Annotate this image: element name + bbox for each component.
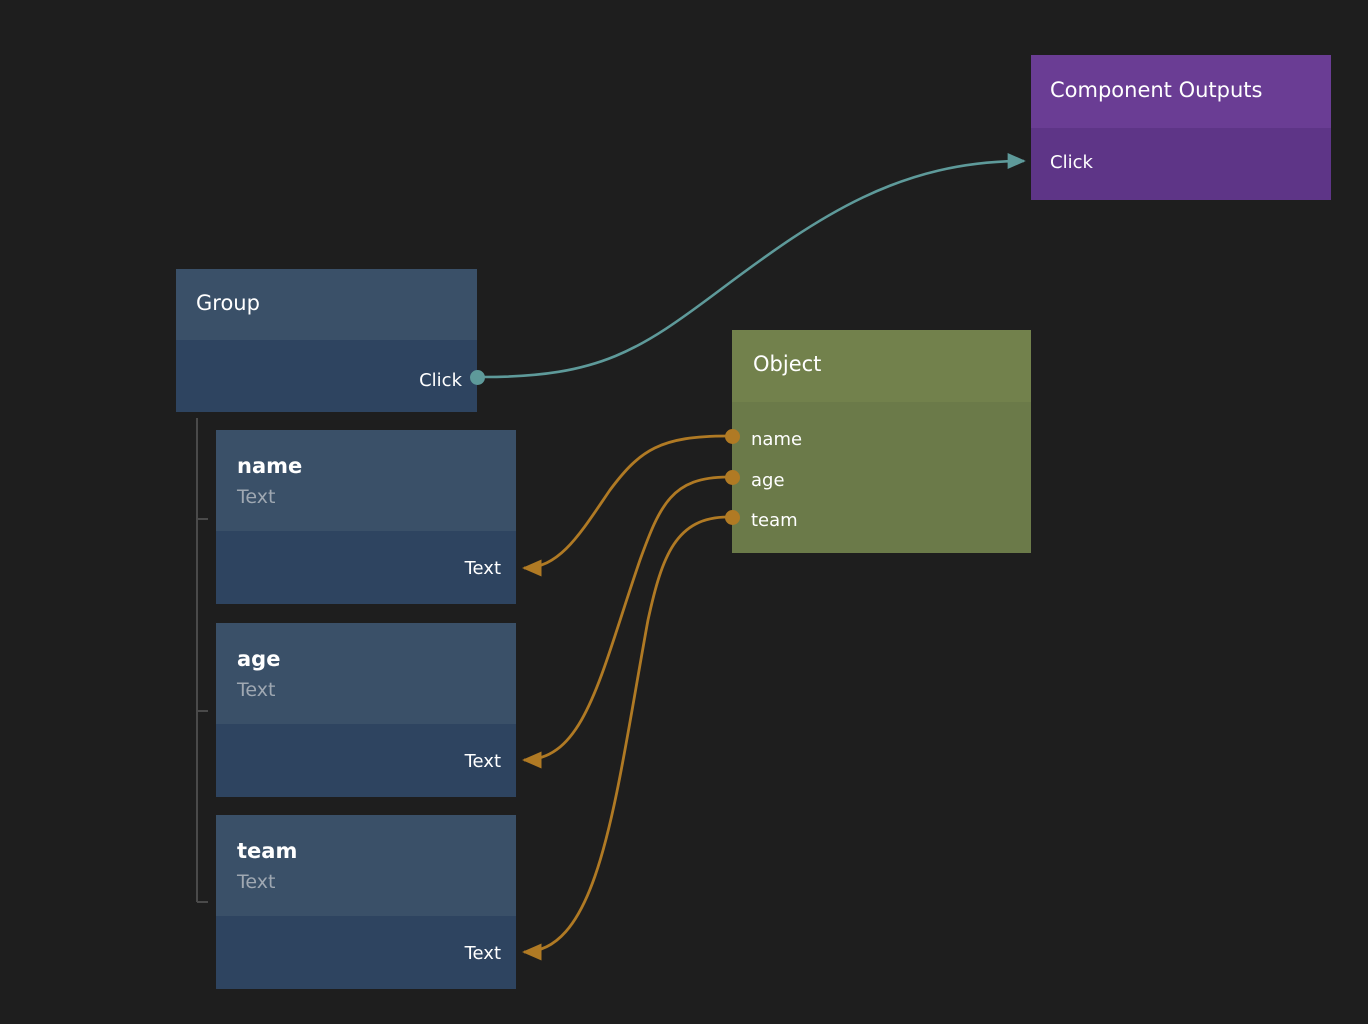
node-child-age-header[interactable]: age Text [216,623,516,724]
node-group-header[interactable]: Group [176,269,477,340]
node-child-name-header[interactable]: name Text [216,430,516,531]
node-object-header[interactable]: Object [732,330,1031,402]
node-component-outputs[interactable]: Component Outputs Click [1031,55,1331,200]
edge-object-age-to-child-age-text [522,475,729,769]
port-dot-group-click[interactable] [470,370,485,385]
node-child-age-body: Text [216,724,516,797]
port-child-name-text-in[interactable]: Text [464,558,501,579]
node-component-outputs-body: Click [1031,128,1331,200]
edge-object-name-to-child-name-text [522,434,729,577]
port-dot-object-team[interactable] [725,510,740,525]
node-child-age[interactable]: age Text Text [216,623,516,797]
node-child-name-title: name [237,454,303,478]
port-object-age[interactable]: age [751,470,785,491]
node-child-team-subtitle: Text [237,871,276,893]
node-child-team[interactable]: team Text Text [216,815,516,989]
port-dot-object-name[interactable] [725,429,740,444]
port-object-name[interactable]: name [751,429,803,450]
node-child-age-title: age [237,647,281,671]
port-group-click-out[interactable]: Click [419,370,462,391]
node-component-outputs-title: Component Outputs [1050,78,1263,102]
node-object-title: Object [753,352,822,376]
port-object-team[interactable]: team [751,510,798,531]
node-child-name-body: Text [216,531,516,604]
port-dot-object-age[interactable] [725,470,740,485]
port-component-outputs-click[interactable]: Click [1050,152,1093,173]
port-child-age-text-in[interactable]: Text [464,751,501,772]
node-child-age-subtitle: Text [237,679,276,701]
node-group-body: Click [176,340,477,412]
node-object-body: name age team [732,402,1031,553]
group-children-tree-connector [196,418,208,903]
node-child-team-body: Text [216,916,516,989]
node-child-name[interactable]: name Text Text [216,430,516,604]
node-object[interactable]: Object name age team [732,330,1031,553]
edge-object-team-to-child-team-text [522,515,729,961]
node-group-title: Group [196,291,260,315]
node-group[interactable]: Group Click [176,269,477,412]
node-child-team-header[interactable]: team Text [216,815,516,916]
node-child-name-subtitle: Text [237,486,276,508]
port-child-team-text-in[interactable]: Text [464,943,501,964]
node-child-team-title: team [237,839,298,863]
node-component-outputs-header[interactable]: Component Outputs [1031,55,1331,128]
